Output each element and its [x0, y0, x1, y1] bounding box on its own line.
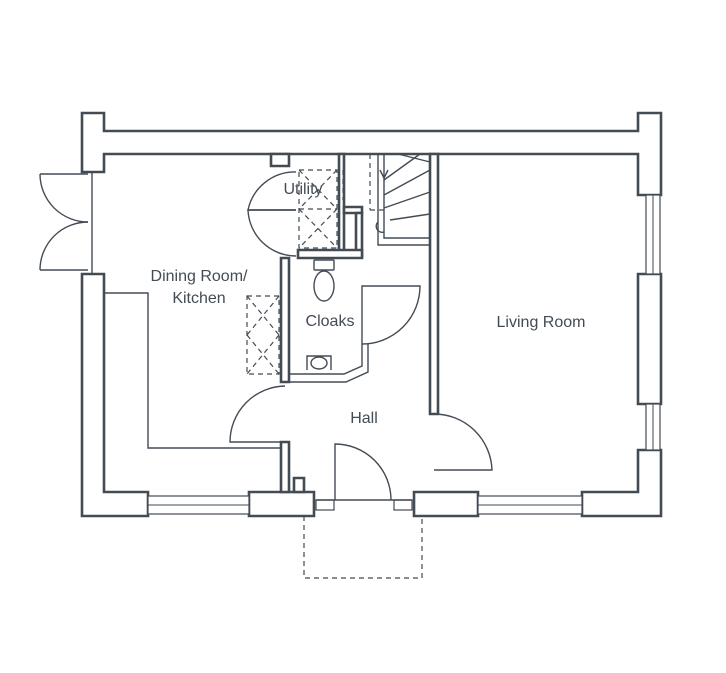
kitchen-worktop — [104, 292, 281, 449]
kitchen-appliance — [246, 295, 280, 375]
porch-outline — [303, 516, 423, 579]
utility-fittings — [247, 169, 344, 257]
wc-bowl — [313, 270, 335, 302]
basin — [306, 355, 332, 370]
living-door — [433, 413, 493, 471]
room-label-cloaks: Cloaks — [306, 313, 355, 330]
cloaks-fittings — [306, 259, 421, 370]
room-label-living: Living Room — [497, 314, 586, 331]
french-doors — [39, 171, 104, 275]
hall-doors — [229, 385, 493, 511]
front-door — [334, 443, 392, 501]
utility-door — [247, 171, 297, 211]
stairs — [369, 153, 431, 246]
outer-walls — [80, 111, 663, 518]
room-label-dining-line2: Kitchen — [172, 290, 225, 307]
cloaks-door — [361, 285, 421, 345]
internal-walls — [269, 152, 440, 494]
dining-door — [229, 385, 286, 443]
wc-cistern — [313, 259, 335, 271]
room-label-utility: Utility — [283, 181, 322, 198]
windows — [147, 194, 661, 515]
room-label-dining-line1: Dining Room/ — [151, 268, 248, 285]
room-label-hall: Hall — [350, 410, 378, 427]
